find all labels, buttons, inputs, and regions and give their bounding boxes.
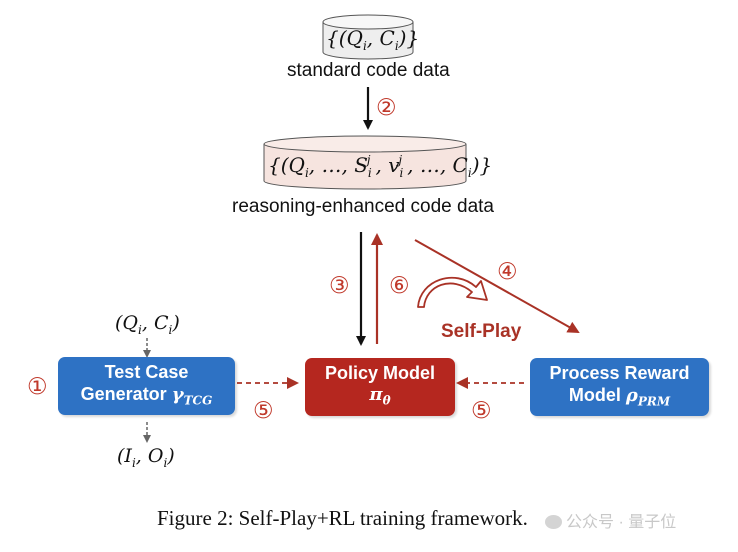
step-2-marker: ② [376,94,397,120]
process-reward-model-box[interactable]: Process Reward Model ρPRM [530,358,709,416]
generator-output-label: (Ii, Oi) [117,445,175,470]
self-play-label: Self-Play [441,321,522,342]
policy-model-box[interactable]: Policy Model πθ [305,358,455,416]
watermark: 公众号 · 量子位 [545,508,676,532]
standard-code-data-caption: standard code data [287,60,450,81]
test-case-generator-box[interactable]: Test Case Generator γTCG [58,357,235,415]
test-gen-line2: Generator γTCG [80,383,213,408]
reasoning-code-data-caption: reasoning-enhanced code data [232,196,494,217]
step-4-marker: ④ [497,258,518,284]
arrow-step-4 [414,239,580,333]
generator-input-label: (Qi, Ci) [115,312,180,337]
standard-code-db-icon [322,14,414,60]
reasoning-code-db-label: {(Qi, …, Sij, vij, …, Ci)} [268,153,493,180]
prm-line1: Process Reward [549,362,690,383]
step-6-marker: ⑥ [389,272,410,298]
wechat-icon [545,515,562,529]
policy-symbol: πθ [369,384,391,408]
self-play-arrow-icon [417,276,488,308]
step-1-marker: ① [27,373,48,399]
step-5-left-marker: ⑤ [253,397,274,423]
reasoning-code-db-icon [263,135,467,190]
prm-line2: Model ρPRM [568,384,671,409]
test-gen-line1: Test Case [104,361,189,382]
standard-code-db-label: {(Qi, Ci)} [326,26,420,53]
policy-line1: Policy Model [324,363,436,384]
figure-caption: Figure 2: Self-Play+RL training framewor… [157,506,528,530]
step-3-marker: ③ [329,272,350,298]
step-5-right-marker: ⑤ [471,397,492,423]
